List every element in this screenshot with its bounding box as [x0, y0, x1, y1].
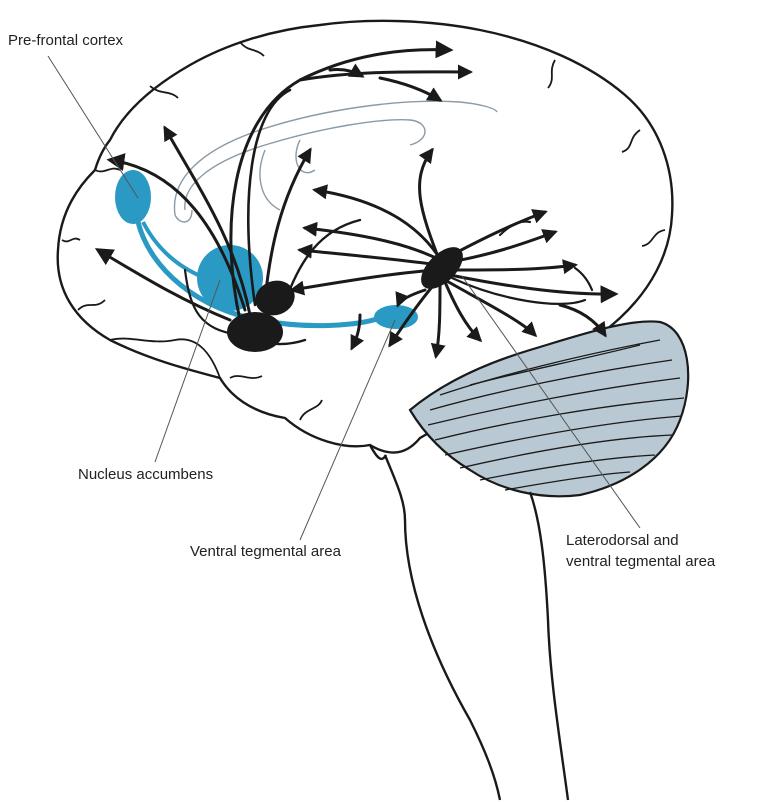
corpus-callosum	[174, 101, 497, 222]
ventral-tegmental-area-label: Ventral tegmental area	[190, 541, 341, 562]
prefrontal-cortex-node	[115, 170, 151, 224]
nucleus-accumbens-label: Nucleus accumbens	[78, 464, 213, 485]
laterodorsal-label-line2: ventral tegmental area	[566, 551, 715, 572]
laterodorsal-label-line1: Laterodorsal and	[566, 530, 715, 551]
laterodorsal-label: Laterodorsal and ventral tegmental area	[566, 530, 715, 572]
vta-node	[374, 305, 418, 329]
brainstem	[370, 445, 568, 800]
cerebellum	[410, 321, 688, 496]
prefrontal-cortex-label: Pre-frontal cortex	[8, 30, 123, 51]
